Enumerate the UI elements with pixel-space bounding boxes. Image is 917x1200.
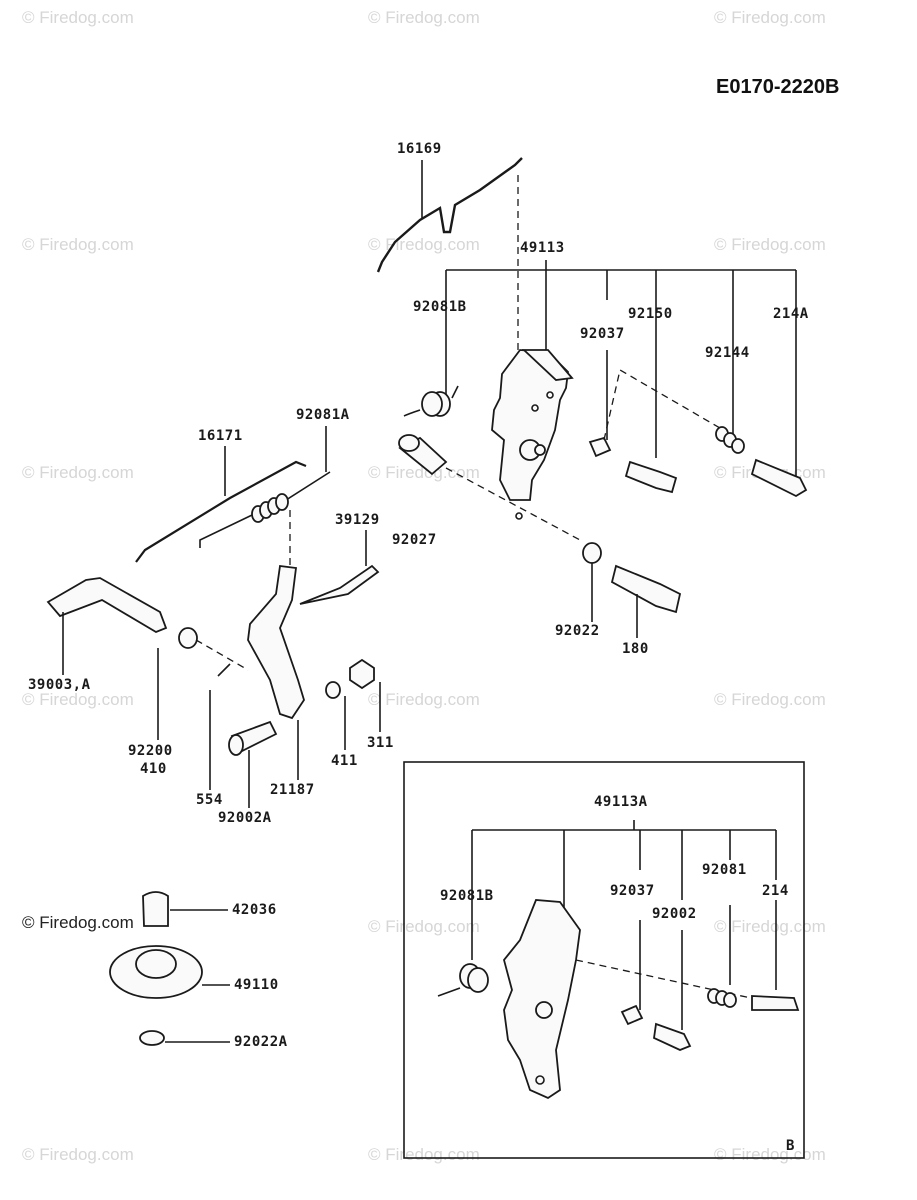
shaft-39003 — [46, 577, 168, 634]
watermark: © Firedog.com — [22, 690, 134, 709]
inset-label: B — [786, 1138, 795, 1154]
watermark: © Firedog.com — [368, 690, 480, 709]
inset-box — [403, 761, 805, 1159]
watermark: © Firedog.com — [22, 235, 134, 254]
part-label: 92150 — [628, 306, 673, 322]
part-label: 92037 — [580, 326, 625, 342]
part-label: 92027 — [392, 532, 437, 548]
watermark: © Firedog.com — [22, 463, 134, 482]
part-label: 554 — [196, 792, 223, 808]
part-label: 92022A — [234, 1034, 288, 1050]
part-label: 42036 — [232, 902, 277, 918]
part-label: 92144 — [705, 345, 750, 361]
part-label: 410 — [140, 761, 167, 777]
part-label: 180 — [622, 641, 649, 657]
lever-21187 — [247, 564, 305, 720]
part-label: 214A — [773, 306, 809, 322]
watermark: © Firedog.com — [714, 690, 826, 709]
part-label: 92200 — [128, 743, 173, 759]
part-label: 92081B — [440, 888, 494, 904]
part-label: 39129 — [335, 512, 380, 528]
watermark: © Firedog.com — [22, 1145, 134, 1164]
watermark: © Firedog.com — [714, 8, 826, 27]
rod-16171 — [135, 460, 307, 563]
part-label: 92002 — [652, 906, 697, 922]
wire-link-16169 — [376, 157, 523, 273]
part-label: 21187 — [270, 782, 315, 798]
part-label: 92002A — [218, 810, 272, 826]
watermark: © Firedog.com — [714, 1145, 826, 1164]
part-label: 16169 — [397, 141, 442, 157]
part-label: 49110 — [234, 977, 279, 993]
gear-pin-42036 — [142, 891, 169, 927]
part-label: 311 — [367, 735, 394, 751]
watermark: © Firedog.com — [368, 1145, 480, 1164]
part-label: 92081 — [702, 862, 747, 878]
part-label: 92022 — [555, 623, 600, 639]
watermark: © Firedog.com — [368, 463, 480, 482]
watermark: © Firedog.com — [714, 917, 826, 936]
watermark-dark: © Firedog.com — [22, 913, 134, 932]
watermark: © Firedog.com — [714, 235, 826, 254]
part-label: 49113 — [520, 240, 565, 256]
watermark: © Firedog.com — [368, 917, 480, 936]
watermark: © Firedog.com — [22, 8, 134, 27]
part-label: 92081A — [296, 407, 350, 423]
part-label: 214 — [762, 883, 789, 899]
part-label: 16171 — [198, 428, 243, 444]
part-label: 92081B — [413, 299, 467, 315]
bolt-180 — [610, 564, 682, 614]
part-label: 39003,A — [28, 677, 91, 693]
part-label: 411 — [331, 753, 358, 769]
watermark: © Firedog.com — [368, 8, 480, 27]
inset-governor-plate — [503, 899, 581, 1100]
part-label: 92037 — [610, 883, 655, 899]
part-label: 49113A — [594, 794, 648, 810]
diagram-code: E0170-2220B — [716, 76, 840, 98]
